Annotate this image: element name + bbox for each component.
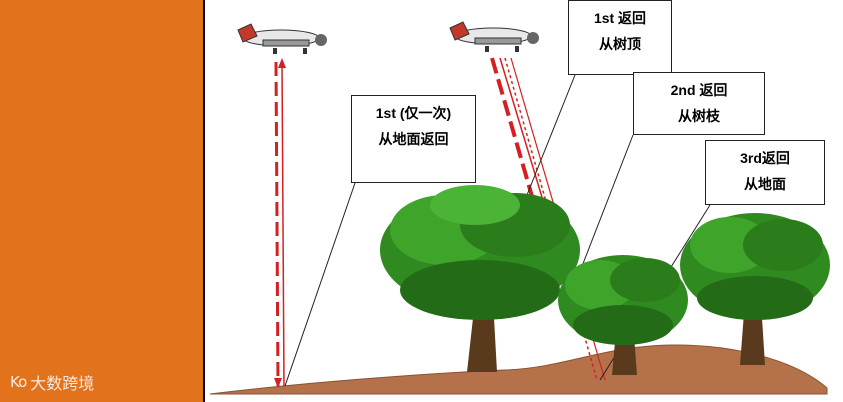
label-third-return: 3rd返回 从地面 <box>705 140 825 205</box>
label-line2: 从地面 <box>744 176 786 192</box>
label-line1: 3rd返回 <box>740 150 790 166</box>
tree-icon <box>380 185 580 372</box>
label-line1: 1st (仅一次) <box>375 105 452 121</box>
label-line1: 1st 返回 <box>593 10 647 26</box>
airplane-icon <box>449 21 539 52</box>
pulse-arrow-up <box>278 58 286 68</box>
watermark-text: 大数跨境 <box>30 376 95 393</box>
pulse-arrow-down <box>274 378 282 388</box>
diagram-svg <box>209 21 830 395</box>
watermark-logo: Ko <box>10 373 27 391</box>
watermark: Ko 大数跨境 <box>10 370 94 394</box>
label-line2: 从树顶 <box>599 36 641 52</box>
label-line2: 从树枝 <box>678 108 720 124</box>
ground-hill <box>209 344 828 395</box>
tree-icon <box>558 255 688 375</box>
label-line1: 2nd 返回 <box>670 82 728 98</box>
label-second-return: 2nd 返回 从树枝 <box>633 72 765 135</box>
diagram-canvas: 1st (仅一次) 从地面返回 1st 返回 从树顶 2nd 返回 从树枝 3r… <box>205 0 843 402</box>
pulse-ground-only <box>274 58 286 388</box>
airplane-icon <box>237 23 327 54</box>
label-line2: 从地面返回 <box>378 131 449 147</box>
label-first-only-return: 1st (仅一次) 从地面返回 <box>351 95 476 183</box>
sidebar-panel: Ko 大数跨境 <box>0 0 205 402</box>
tree-icon <box>680 213 830 365</box>
label-first-return: 1st 返回 从树顶 <box>568 0 672 75</box>
